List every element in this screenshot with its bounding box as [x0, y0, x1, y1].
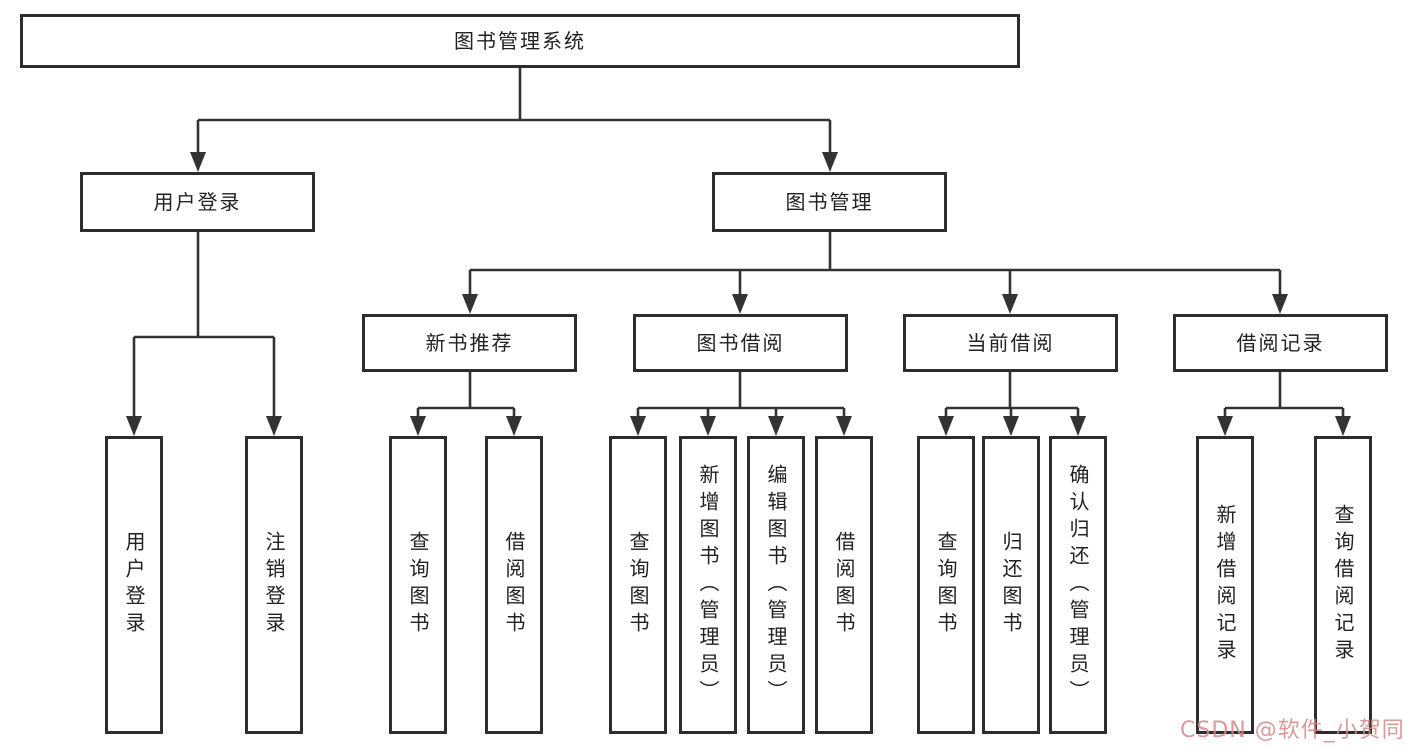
- node-book-management: 图书管理: [712, 172, 947, 232]
- leaf-current-return-books: 归还图书: [982, 436, 1040, 734]
- leaf-newbook-borrow-books: 借阅图书: [485, 436, 543, 734]
- leaf-newbook-query-books: 查询图书: [389, 436, 447, 734]
- leaf-user-login: 用户登录: [105, 436, 163, 734]
- leaf-borrow-query-books: 查询图书: [609, 436, 667, 734]
- node-current-borrow: 当前借阅: [903, 314, 1118, 372]
- leaf-records-add-record: 新增借阅记录: [1196, 436, 1254, 734]
- leaf-records-query-record: 查询借阅记录: [1314, 436, 1372, 734]
- node-root-system: 图书管理系统: [20, 14, 1020, 68]
- node-book-borrow: 图书借阅: [633, 314, 848, 372]
- leaf-current-confirm-return-admin: 确认归还（管理员）: [1049, 436, 1107, 734]
- leaf-logout: 注销登录: [245, 436, 303, 734]
- node-new-book-recommend: 新书推荐: [362, 314, 577, 372]
- leaf-current-query-books: 查询图书: [917, 436, 975, 734]
- csdn-watermark: CSDN @软件_小贺同学: [1180, 718, 1405, 743]
- leaf-borrow-edit-books-admin: 编辑图书（管理员）: [747, 436, 805, 734]
- leaf-borrow-add-books-admin: 新增图书（管理员）: [679, 436, 737, 734]
- node-borrow-records: 借阅记录: [1173, 314, 1388, 372]
- node-user-login: 用户登录: [80, 172, 315, 232]
- arrowhead-icons: [126, 152, 1351, 436]
- leaf-borrow-borrow-books: 借阅图书: [815, 436, 873, 734]
